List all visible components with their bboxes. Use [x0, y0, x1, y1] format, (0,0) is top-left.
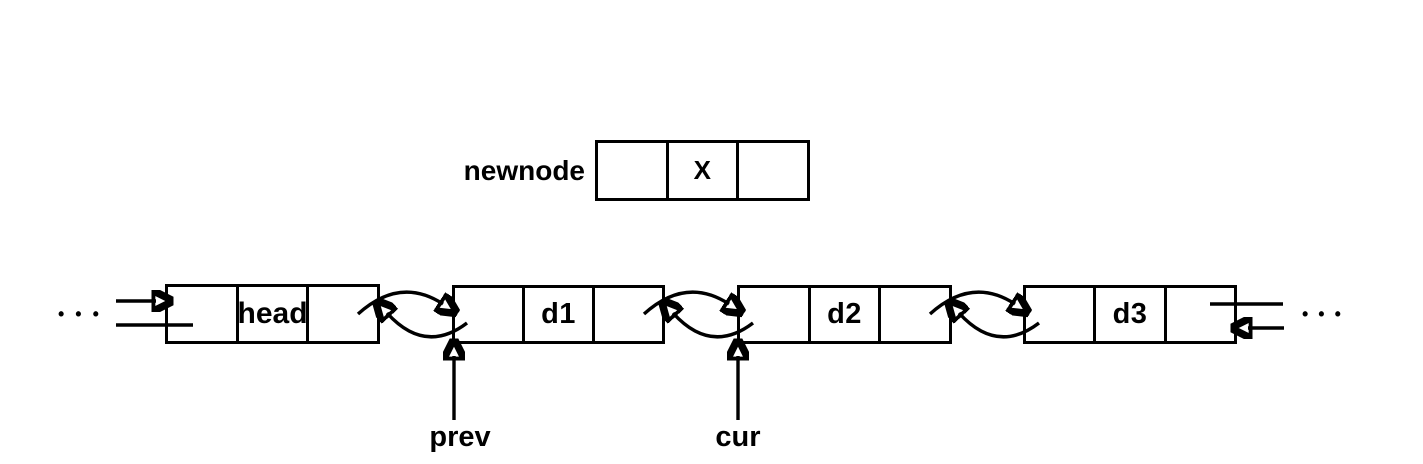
node-head-cell-next: [309, 287, 377, 341]
node-head-box: head: [165, 284, 380, 344]
node-d2-cell-prev: [740, 288, 811, 341]
newnode-cell-prev: [598, 143, 669, 198]
node-head-cell-prev: [168, 287, 239, 341]
ellipsis-left: •••: [58, 304, 110, 324]
newnode-box: X: [595, 140, 810, 201]
node-d3-cell-prev: [1026, 288, 1097, 341]
newnode-cell-data: X: [669, 143, 740, 198]
node-d1-cell-next: [595, 288, 662, 341]
node-d3-box: d3: [1023, 285, 1237, 344]
cur-pointer-label: cur: [715, 421, 761, 453]
newnode-label: newnode: [463, 155, 585, 186]
newnode-cell-next: [739, 143, 807, 198]
node-d2-box: d2: [737, 285, 952, 344]
node-d3-cell-data: d3: [1096, 288, 1167, 341]
node-d2-cell-next: [881, 288, 949, 341]
node-d3-cell-next: [1167, 288, 1234, 341]
node-d1-box: d1: [452, 285, 665, 344]
node-d2-cell-data: d2: [811, 288, 882, 341]
node-d1-cell-data: d1: [525, 288, 595, 341]
ellipsis-right: •••: [1302, 304, 1351, 324]
node-d1-cell-prev: [455, 288, 525, 341]
prev-pointer-label: prev: [429, 421, 491, 453]
node-head-cell-data: head: [239, 287, 310, 341]
